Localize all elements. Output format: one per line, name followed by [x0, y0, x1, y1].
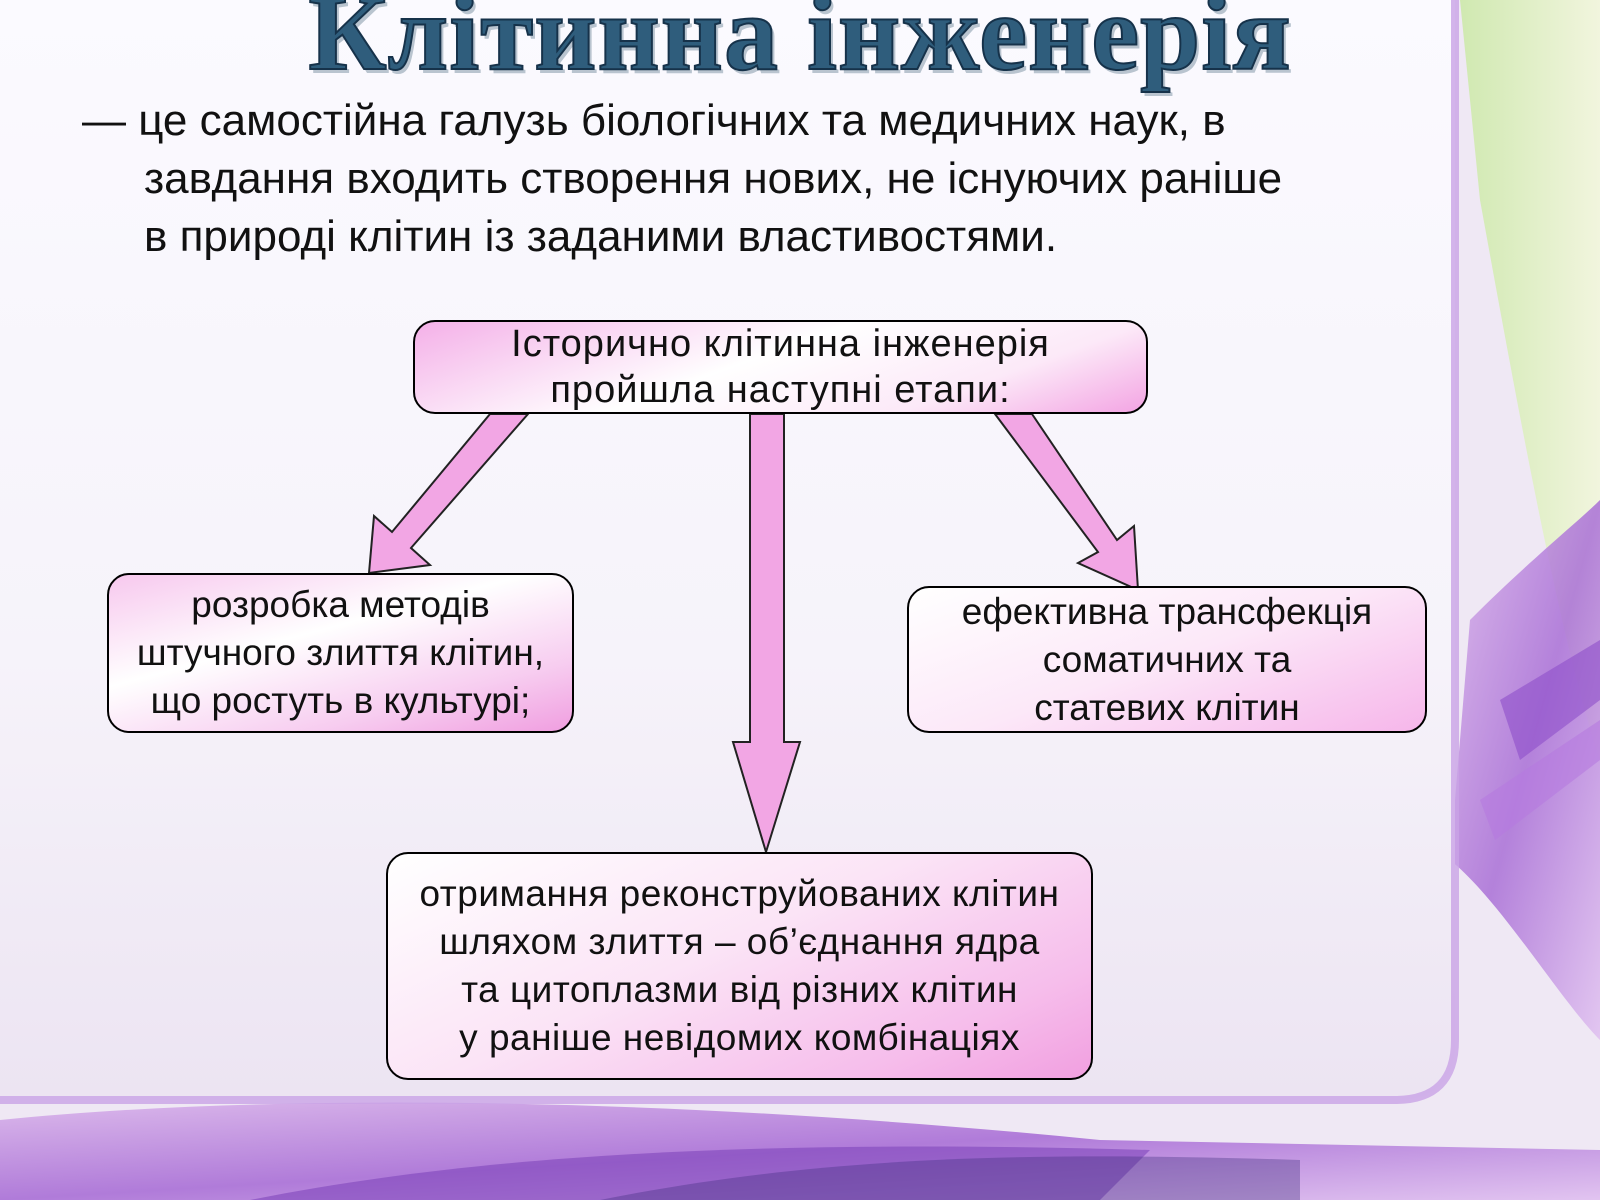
- stage-left-line-3: що ростуть в культурі;: [109, 677, 572, 725]
- stage-right-line-1: ефективна трансфекція: [909, 588, 1425, 636]
- stage-box-bottom: отримання реконструйованих клітин шляхом…: [386, 852, 1093, 1080]
- stage-bottom-line-2: шляхом злиття – об’єднання ядра: [388, 918, 1091, 966]
- arrow-to-left-stage: [369, 414, 528, 573]
- root-box-line-1: Історично клітинна інженерія: [415, 321, 1146, 367]
- stage-right-line-2: соматичних та: [909, 636, 1425, 684]
- arrow-to-right-stage: [995, 414, 1138, 590]
- stage-box-left: розробка методів штучного злиття клітин,…: [107, 573, 574, 733]
- stage-box-right: ефективна трансфекція соматичних та стат…: [907, 586, 1427, 733]
- stage-left-line-1: розробка методів: [109, 581, 572, 629]
- stage-bottom-line-3: та цитоплазми від різних клітин: [388, 966, 1091, 1014]
- stage-bottom-line-1: отримання реконструйованих клітин: [388, 870, 1091, 918]
- stage-right-line-3: статевих клітин: [909, 684, 1425, 732]
- root-box: Історично клітинна інженерія пройшла нас…: [413, 320, 1148, 414]
- stage-bottom-line-4: у раніше невідомих комбінаціях: [388, 1014, 1091, 1062]
- root-box-line-2: пройшла наступні етапи:: [415, 367, 1146, 413]
- arrow-to-bottom-stage: [733, 414, 800, 852]
- stage-left-line-2: штучного злиття клітин,: [109, 629, 572, 677]
